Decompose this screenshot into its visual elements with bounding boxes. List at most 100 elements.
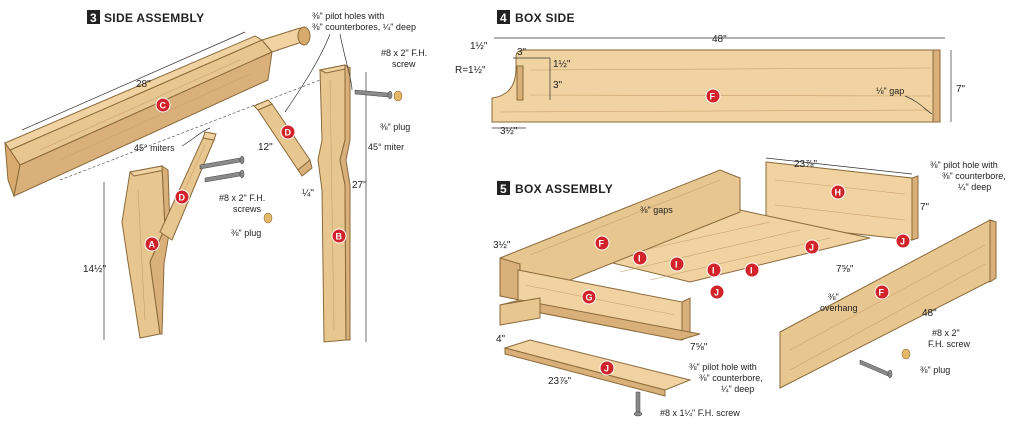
badge-f-right: [874, 284, 890, 300]
badge-c-label: C: [160, 101, 167, 111]
badge-b-label: B: [336, 232, 343, 242]
note-screw-top-2: screw: [392, 59, 416, 69]
badge-g: [581, 289, 597, 305]
badge-f-left: [594, 235, 610, 251]
note-45-miter: 45° miter: [368, 142, 404, 152]
badge-j3-label: J: [714, 288, 719, 298]
dim-28: 28": [136, 79, 151, 90]
box-side-dim-3-top: 3": [517, 47, 527, 58]
side-assembly-title: SIDE ASSEMBLY: [104, 11, 204, 25]
part-c-arm: [4, 26, 311, 198]
side-assembly-section: 3 SIDE ASSEMBLY 28" 14½": [4, 10, 427, 343]
box-assembly-note-screw-r-2: F.H. screw: [928, 339, 971, 349]
dim-quarter: ¼": [302, 187, 314, 199]
screw-top-icon: [354, 89, 393, 100]
badge-i1: [632, 250, 648, 266]
note-screws-1: #8 x 2" F.H.: [219, 193, 265, 203]
box-assembly-note-pilot-b-2: ⅜" counterbore,: [699, 373, 763, 383]
box-assembly-note-plug-r: ⅜" plug: [920, 365, 950, 375]
box-assembly-note-gaps: ⅜" gaps: [640, 205, 673, 215]
plug-right-icon: [901, 348, 911, 360]
box-side-dim-1-5-top: 1½": [470, 41, 488, 52]
badge-d-left: [174, 189, 190, 205]
box-assembly-number: 5: [500, 182, 507, 196]
box-assembly-dim-4: 4": [496, 334, 506, 345]
badge-j2: [895, 233, 911, 249]
note-45-miters: 45° miters: [134, 143, 175, 153]
box-side-title: BOX SIDE: [515, 11, 575, 25]
box-assembly-dim-3-5: 3½": [493, 240, 511, 251]
badge-a: [144, 236, 160, 252]
box-side-dim-7: 7": [956, 84, 966, 95]
badge-d-right-label: D: [285, 128, 292, 138]
badge-i4-label: I: [750, 266, 753, 276]
note-screws-2: screws: [233, 204, 262, 214]
badge-f-right-label: F: [879, 288, 885, 298]
box-assembly-note-pilot-3: ¼" deep: [958, 182, 991, 192]
badge-d-right: [280, 124, 296, 140]
badge-i1-label: I: [638, 254, 641, 264]
box-assembly-dim-48: 48": [922, 308, 937, 319]
part-d-left-brace: [159, 131, 217, 241]
badge-i4: [744, 262, 760, 278]
box-assembly-note-overhang-2: overhang: [820, 303, 858, 313]
badge-j4-label: J: [604, 364, 609, 374]
dim-14-5: 14½": [83, 264, 106, 275]
box-assembly-note-pilot-b-1: ⅜" pilot hole with: [689, 362, 757, 372]
box-assembly-note-pilot-2: ⅜" counterbore,: [942, 171, 1006, 181]
badge-j1: [804, 239, 820, 255]
part-f-left-side: [499, 169, 741, 301]
box-assembly-dim-7: 7": [920, 202, 930, 213]
badge-j1-label: J: [809, 243, 814, 253]
note-pilot-1: ⅜" pilot holes with: [312, 11, 384, 21]
badge-f-left-label: F: [599, 239, 605, 249]
badge-d-left-label: D: [179, 193, 186, 203]
badge-box-side-f-label: F: [710, 92, 716, 102]
screw-right-icon: [859, 359, 893, 379]
dim-12: 12": [258, 142, 273, 153]
note-plug-low: ⅜" plug: [231, 228, 261, 238]
side-assembly-number-box: [87, 10, 100, 24]
box-side-dim-3: 3": [553, 80, 563, 91]
loose-slat-j: [503, 339, 692, 397]
badge-j2-label: J: [900, 237, 905, 247]
box-assembly-note-pilot-b-3: ¼" deep: [721, 384, 754, 394]
side-assembly-number: 3: [90, 11, 97, 25]
badge-i3: [706, 262, 722, 278]
badge-h-label: H: [835, 188, 842, 198]
badge-a-label: A: [149, 240, 156, 250]
box-side-end: [932, 49, 941, 123]
box-assembly-note-pilot-1: ⅜" pilot hole with: [930, 160, 998, 170]
box-side-section: 4 BOX SIDE 48" 1½" 3" 1½" 3" R=1½" 3½" 7…: [455, 10, 966, 137]
note-plug-top: ⅜" plug: [380, 122, 410, 132]
box-assembly-dim-23-7-8-bottom: 23⅞": [548, 376, 571, 387]
box-assembly-number-box: [497, 181, 510, 195]
plug-top-icon: [393, 90, 403, 102]
screw-bottom-icon: [633, 391, 643, 417]
badge-h: [830, 184, 846, 200]
part-h-back: [765, 161, 919, 241]
note-screw-top-1: #8 x 2" F.H.: [381, 48, 427, 58]
part-d-right-brace: [253, 99, 313, 177]
badge-j4: [599, 360, 615, 376]
box-assembly-note-overhang-1: ⅜": [828, 292, 839, 302]
badge-g-label: G: [586, 293, 593, 303]
box-assembly-dim-23-7-8-top: 23⅞": [794, 159, 817, 170]
box-assembly-note-screw-r-1: #8 x 2": [932, 328, 960, 338]
box-assembly-section: 5 BOX ASSEMBLY: [493, 157, 1006, 418]
badge-c: [155, 97, 171, 113]
box-side-dim-48: 48": [712, 34, 727, 45]
badge-b: [331, 228, 347, 244]
bottom-slats-j: [499, 297, 701, 341]
box-side-dim-radius: R=1½": [455, 65, 486, 76]
part-f-board: [491, 49, 941, 123]
plug-low-icon: [263, 212, 273, 224]
box-side-dim-3-5: 3½": [500, 126, 518, 137]
part-b-post: [317, 64, 352, 343]
box-side-dim-1-5: 1½": [553, 59, 571, 70]
box-assembly-dim-7-5-8-bottom: 7⅝": [690, 342, 708, 353]
badge-i2: [669, 256, 685, 272]
part-f-right-side: [779, 219, 997, 389]
box-assembly-note-screw-b: #8 x 1¼" F.H. screw: [660, 408, 740, 418]
